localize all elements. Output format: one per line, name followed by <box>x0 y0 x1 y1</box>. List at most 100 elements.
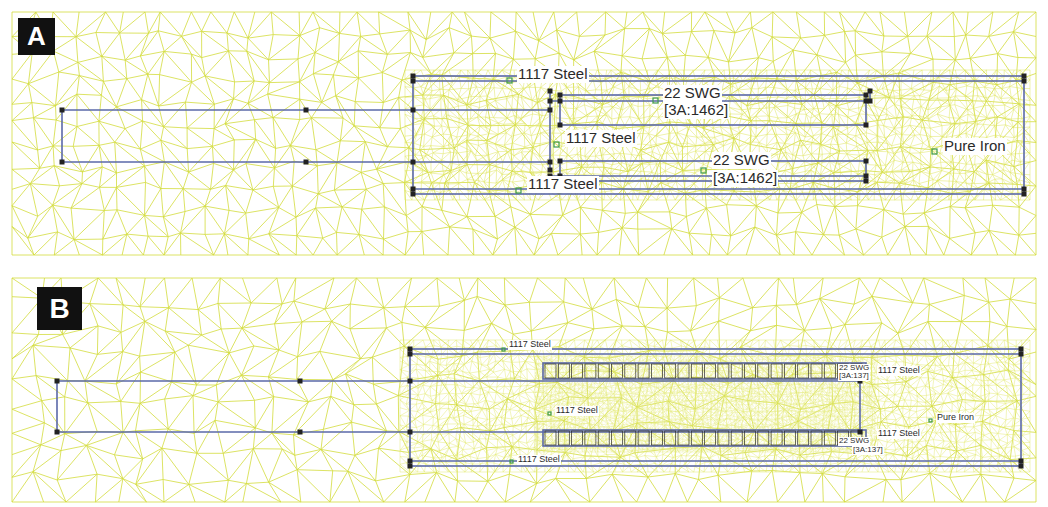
material-label: [3A:137] <box>852 446 884 455</box>
vertex <box>411 187 416 192</box>
vertex <box>864 123 869 128</box>
panel-letter: B <box>49 293 69 325</box>
vertex <box>864 159 869 164</box>
coil-turn <box>758 431 769 445</box>
coil-turn <box>651 364 662 378</box>
coil-turn <box>558 364 569 378</box>
vertex <box>1019 347 1024 352</box>
vertex <box>558 159 563 164</box>
panel-badge: A <box>18 18 55 55</box>
vertex <box>548 168 553 173</box>
coil-turn <box>771 364 782 378</box>
coil-turn <box>731 431 742 445</box>
vertex <box>60 160 65 165</box>
coil-turn <box>705 431 716 445</box>
material-label: 1117 Steel <box>555 406 599 416</box>
label-markers <box>502 78 937 463</box>
vertex <box>548 160 553 165</box>
material-label: [3A:137] <box>838 372 870 381</box>
coil-turn <box>572 364 583 378</box>
coil-turn <box>638 431 649 445</box>
mesh-triangles <box>12 278 1036 502</box>
vertex <box>60 108 65 113</box>
coil-turn <box>665 364 676 378</box>
coil-turn <box>745 431 756 445</box>
vertex <box>408 430 413 435</box>
vertex <box>408 352 413 357</box>
vertex <box>1022 187 1027 192</box>
panel-badge: B <box>37 287 82 330</box>
vertex <box>548 89 553 94</box>
vertex <box>548 99 553 104</box>
vertex <box>1022 79 1027 84</box>
vertex <box>411 160 416 165</box>
coil-turn <box>598 431 609 445</box>
material-label: [3A:1462] <box>712 170 778 187</box>
coil-turn <box>784 431 795 445</box>
coil-turn <box>745 364 756 378</box>
vertex <box>55 430 60 435</box>
coil-turn <box>784 364 795 378</box>
material-label: 1117 Steel <box>527 176 599 193</box>
vertex <box>55 379 60 384</box>
vertex <box>408 464 413 469</box>
coil-turn <box>758 364 769 378</box>
vertex <box>411 74 416 79</box>
vertex <box>408 379 413 384</box>
coil-turn <box>824 364 835 378</box>
coil-turn <box>545 364 556 378</box>
vertex <box>864 179 869 184</box>
vertex <box>558 93 563 98</box>
coil-turn <box>625 431 636 445</box>
coil-turn <box>678 431 689 445</box>
vertex <box>408 459 413 464</box>
vertex <box>1019 464 1024 469</box>
vertex <box>1022 74 1027 79</box>
material-label: 22 SWG <box>712 152 771 169</box>
vertex <box>558 123 563 128</box>
mesh-triangles <box>535 356 875 452</box>
vertex <box>548 108 553 113</box>
panel-letter: A <box>27 21 46 52</box>
mesh-triangles <box>400 340 1030 472</box>
coil-turn <box>545 431 556 445</box>
material-label: 22 SWG <box>663 85 722 102</box>
vertex <box>411 108 416 113</box>
material-label: Pure Iron <box>936 413 975 423</box>
coil-turn <box>585 364 596 378</box>
material-label: 1117 Steel <box>565 130 637 147</box>
mesh-triangles <box>12 12 1036 255</box>
vertex <box>411 79 416 84</box>
coil-turn <box>705 364 716 378</box>
coil-turn <box>665 431 676 445</box>
material-label: 1117 Steel <box>877 429 921 439</box>
coil-turn <box>811 431 822 445</box>
material-label: [3A:1462] <box>663 102 729 119</box>
vertex <box>864 174 869 179</box>
vertex <box>558 99 563 104</box>
panel-ground <box>12 12 1036 255</box>
geometry-vertices <box>55 74 1027 469</box>
vertex <box>298 430 303 435</box>
vertex <box>304 160 309 165</box>
coil-turn <box>598 364 609 378</box>
coil-turn <box>798 364 809 378</box>
coil-turn <box>638 364 649 378</box>
material-label: 1117 Steel <box>508 340 552 350</box>
coil-turn <box>691 364 702 378</box>
coil-turn <box>678 364 689 378</box>
vertex <box>1019 459 1024 464</box>
vertex <box>1022 192 1027 197</box>
vertex <box>411 192 416 197</box>
coil-turn <box>585 431 596 445</box>
coil-turn <box>824 431 835 445</box>
coil-turn <box>798 431 809 445</box>
coil-turn <box>691 431 702 445</box>
coil-turn <box>771 431 782 445</box>
coil-turn <box>731 364 742 378</box>
coil-turn <box>718 364 729 378</box>
coil-turns <box>545 364 862 445</box>
material-label: 1117 Steel <box>517 66 589 83</box>
coil-turn <box>718 431 729 445</box>
vertex <box>304 108 309 113</box>
